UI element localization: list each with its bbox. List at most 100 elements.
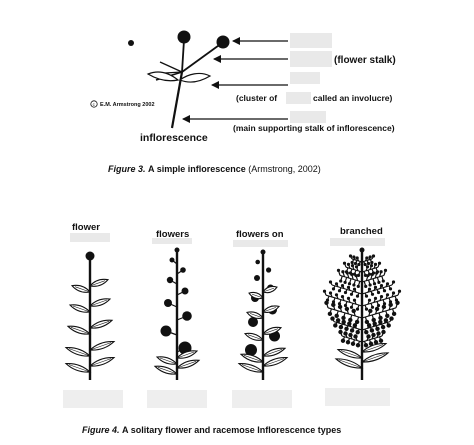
flower — [377, 280, 381, 284]
flower — [351, 308, 356, 314]
figure3-caption-label: Figure 3. — [108, 164, 146, 174]
plant-title-solitary: flower — [72, 222, 100, 233]
flower — [346, 296, 351, 300]
figure3-caption: Figure 3. A simple inflorescence (Armstr… — [108, 164, 321, 174]
flower — [367, 298, 372, 302]
flower — [364, 294, 369, 298]
flower — [352, 298, 357, 302]
flower — [352, 287, 357, 291]
flower — [349, 305, 354, 309]
flower — [367, 287, 372, 291]
flower — [373, 285, 378, 289]
flower — [355, 294, 360, 298]
flower — [371, 332, 376, 338]
flower — [343, 331, 348, 336]
flower — [245, 344, 257, 356]
flower — [378, 338, 384, 343]
leaf-vein — [157, 367, 178, 375]
flower — [352, 283, 356, 287]
flower — [373, 296, 378, 300]
leaf-vein — [68, 348, 91, 357]
flower — [335, 318, 341, 323]
flower — [334, 313, 339, 319]
flower — [382, 302, 387, 306]
flower-head — [128, 40, 134, 46]
leaf-vein — [89, 342, 112, 351]
flower — [363, 262, 367, 267]
flower — [353, 334, 358, 339]
flower — [355, 329, 360, 335]
flower — [341, 315, 346, 321]
main-stalk — [170, 71, 184, 129]
leaf-vein — [247, 334, 264, 341]
flower — [342, 261, 347, 265]
flower — [377, 261, 382, 265]
flower — [364, 284, 368, 288]
flower — [160, 325, 172, 337]
leaf-vein — [159, 357, 178, 365]
flower — [331, 302, 336, 308]
flower-stalk — [181, 39, 185, 73]
flower — [345, 340, 351, 345]
flower — [333, 323, 338, 328]
involucre-bract — [178, 72, 212, 83]
flower — [385, 293, 390, 297]
leaf-vein — [340, 350, 363, 359]
flower — [363, 273, 368, 277]
flower — [334, 293, 339, 297]
flower — [180, 267, 186, 273]
flower — [354, 274, 358, 278]
flower — [389, 316, 394, 321]
leaf-vein — [262, 358, 285, 367]
flower — [322, 289, 327, 293]
flower — [373, 340, 379, 345]
flower — [395, 300, 400, 305]
flower — [376, 290, 381, 295]
flower — [378, 315, 383, 321]
label-blank — [286, 92, 311, 104]
leaf-vein — [70, 327, 91, 335]
flower-head — [216, 35, 230, 49]
flower — [381, 304, 387, 310]
flower — [350, 260, 354, 265]
flower — [343, 290, 348, 295]
flower — [375, 326, 380, 331]
flower — [370, 292, 375, 296]
flower — [348, 254, 353, 258]
flower — [337, 289, 342, 293]
flower — [354, 265, 359, 269]
flower — [181, 287, 189, 295]
flower — [169, 257, 175, 263]
flower — [366, 334, 371, 339]
figure3-caption-title: A simple inflorescence — [148, 164, 246, 174]
flower — [355, 343, 361, 348]
figure4-caption: Figure 4. A solitary flower and racemose… — [82, 425, 341, 435]
leaf-vein — [262, 287, 275, 293]
flower — [327, 311, 333, 317]
label-main-stalk: (main supporting stalk of inflorescence) — [233, 123, 395, 133]
label-blank — [325, 388, 390, 406]
figure4-caption-title: A solitary flower and racemose Infloresc… — [122, 425, 342, 435]
flower — [364, 319, 370, 325]
label-inflorescence: inflorescence — [140, 132, 208, 144]
flower — [370, 260, 374, 265]
involucre-bract — [146, 71, 180, 82]
flower — [388, 302, 393, 308]
flower — [337, 302, 342, 306]
svg-text:c: c — [93, 102, 96, 107]
flower — [347, 282, 352, 286]
label-blank — [63, 390, 123, 408]
flower — [381, 329, 386, 335]
flower — [328, 280, 333, 284]
leaf-vein — [89, 358, 112, 367]
flower — [340, 284, 345, 288]
leaf-vein — [251, 293, 264, 299]
flower — [366, 323, 372, 328]
flower — [391, 280, 396, 284]
flower-stalk — [159, 61, 183, 73]
flower — [354, 319, 360, 325]
flower — [350, 272, 354, 276]
figure4-inflorescence-types: flower flowers flowers on branched — [63, 222, 402, 408]
flower — [328, 291, 333, 295]
